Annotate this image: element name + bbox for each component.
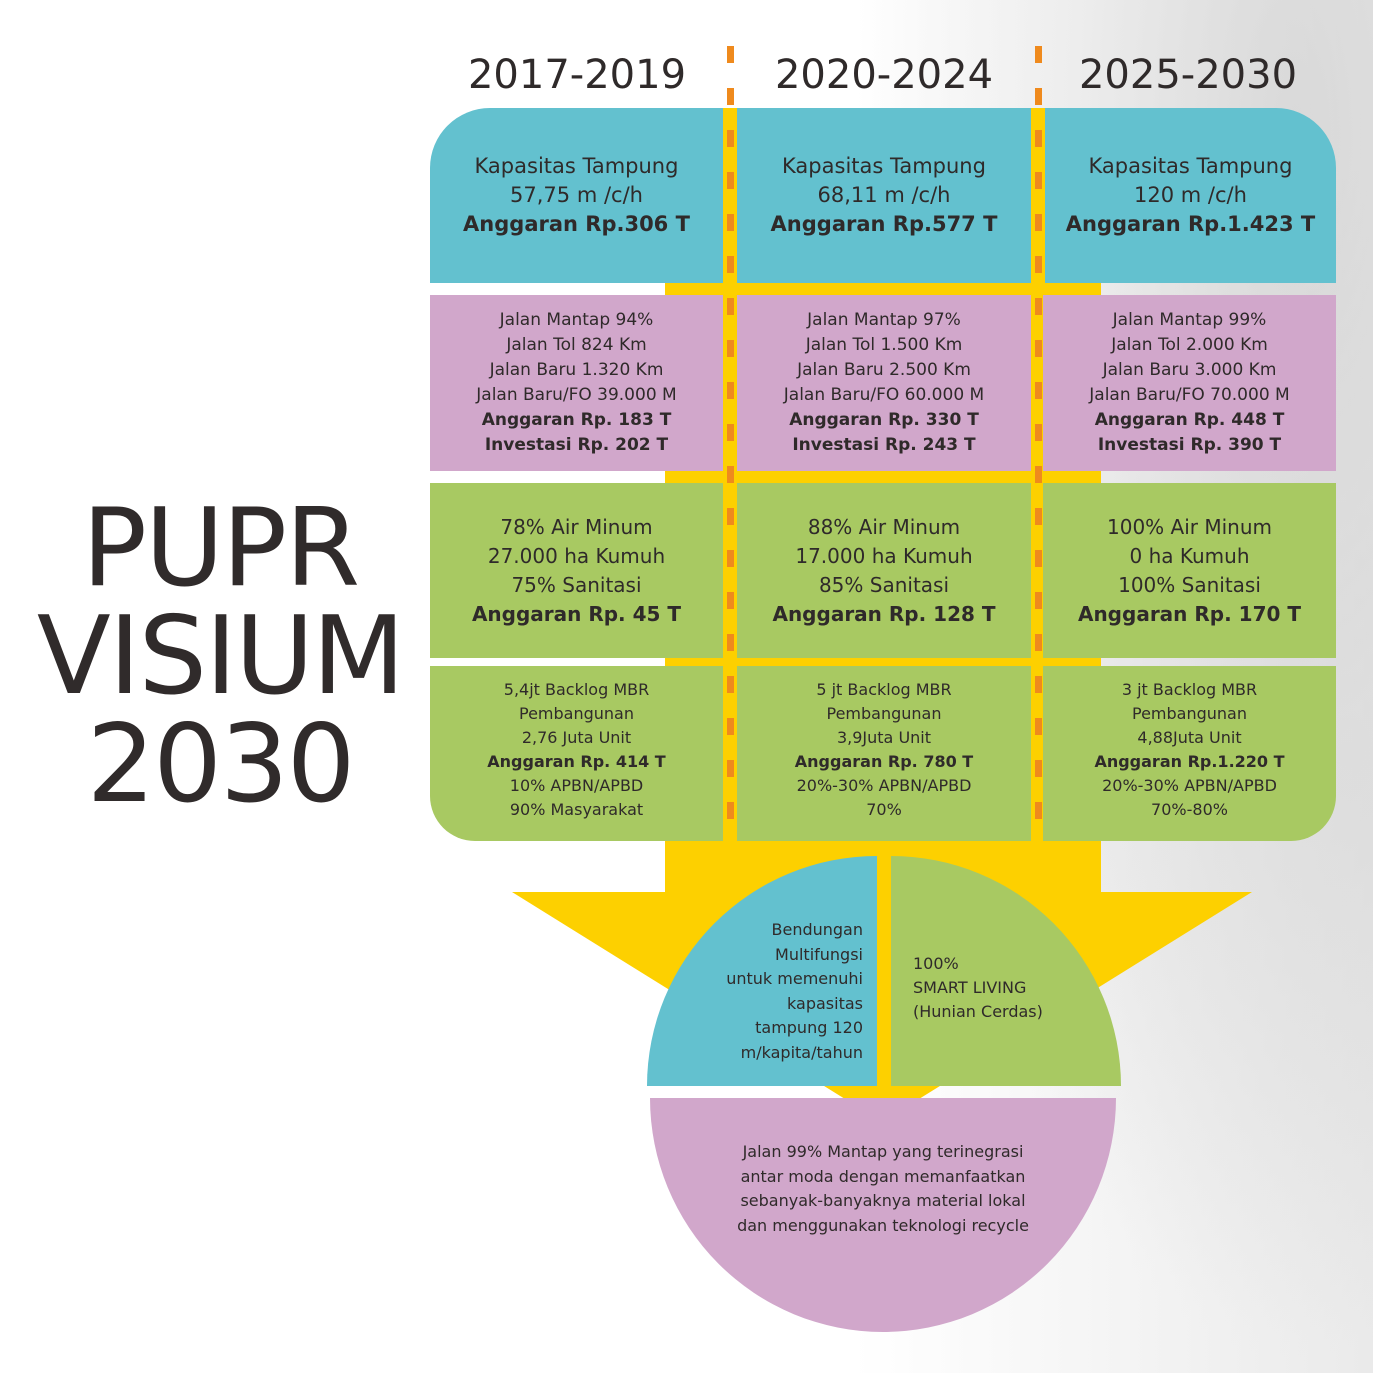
water-capacity-value: 120 m /c/h	[1134, 183, 1247, 207]
water-cell-2025-2030: Kapasitas Tampung 120 m /c/h Anggaran Rp…	[1045, 108, 1336, 283]
roads-line: Jalan Mantap 97%	[807, 310, 961, 330]
settlement-budget: Anggaran Rp. 170 T	[1077, 601, 1302, 626]
housing-funding-public: 70%-80%	[1151, 800, 1228, 819]
period-header-2017-2019: 2017-2019	[467, 52, 687, 98]
outcome-roads-line: antar moda dengan memanfaatkan	[740, 1166, 1026, 1186]
outcome-water-line: tampung 120	[755, 1018, 863, 1037]
roads-line: Jalan Baru 1.320 Km	[489, 360, 664, 380]
roads-line: Jalan Baru/FO 60.000 M	[783, 385, 985, 405]
drinking-water: 78% Air Minum	[500, 514, 653, 539]
housing-units: 2,76 Juta Unit	[521, 728, 632, 747]
title-line-pupr: PUPR	[81, 486, 360, 611]
housing-backlog: 5 jt Backlog MBR	[816, 680, 952, 699]
housing-line: Pembangunan	[1132, 704, 1247, 723]
roads-line: Jalan Baru 2.500 Km	[797, 360, 971, 380]
settlement-budget: Anggaran Rp. 128 T	[772, 601, 996, 626]
outcome-roads-line: dan menggunakan teknologi recycle	[737, 1215, 1029, 1235]
drinking-water: 100% Air Minum	[1107, 514, 1272, 539]
housing-cell-2020-2024: 5 jt Backlog MBR Pembangunan 3,9Juta Uni…	[737, 666, 1031, 841]
roads-investment: Investasi Rp. 202 T	[484, 435, 669, 455]
title-line-year: 2030	[86, 702, 356, 827]
water-capacity-label: Kapasitas Tampung	[1088, 154, 1293, 178]
roads-cell-2020-2024: Jalan Mantap 97% Jalan Tol 1.500 Km Jala…	[737, 295, 1031, 471]
water-capacity-label: Kapasitas Tampung	[782, 154, 986, 178]
housing-backlog: 5,4jt Backlog MBR	[503, 680, 650, 699]
roads-investment: Investasi Rp. 243 T	[792, 435, 976, 455]
housing-funding-public: 90% Masyarakat	[509, 800, 644, 819]
housing-funding-public: 70%	[866, 800, 902, 819]
slum-area: 0 ha Kumuh	[1129, 543, 1250, 568]
water-capacity-value: 57,75 m /c/h	[510, 183, 643, 207]
roads-line: Jalan Baru/FO 70.000 M	[1089, 385, 1290, 405]
roads-budget: Anggaran Rp. 330 T	[789, 410, 979, 430]
settlement-cell-2017-2019: 78% Air Minum 27.000 ha Kumuh 75% Sanita…	[430, 483, 723, 658]
housing-cell-2017-2019: 5,4jt Backlog MBR Pembangunan 2,76 Juta …	[430, 666, 723, 841]
roads-line: Jalan Tol 1.500 Km	[805, 335, 963, 355]
outcome-water-line: Multifungsi	[775, 944, 863, 964]
housing-backlog: 3 jt Backlog MBR	[1121, 680, 1258, 699]
title-line-visium: VISIUM	[36, 594, 405, 719]
housing-budget: Anggaran Rp.1.220 T	[1094, 752, 1285, 771]
housing-funding-gov: 20%-30% APBN/APBD	[1102, 776, 1277, 795]
housing-cell-2025-2030: 3 jt Backlog MBR Pembangunan 4,88Juta Un…	[1043, 666, 1336, 841]
sanitation: 85% Sanitasi	[818, 572, 950, 597]
drinking-water: 88% Air Minum	[807, 514, 961, 539]
outcome-housing-line: (Hunian Cerdas)	[913, 1002, 1043, 1021]
roads-line: Jalan Mantap 99%	[1112, 310, 1267, 330]
roads-line: Jalan Baru 3.000 Km	[1102, 360, 1277, 380]
roads-investment: Investasi Rp. 390 T	[1097, 435, 1282, 455]
housing-line: Pembangunan	[826, 704, 942, 723]
settlement-cell-2025-2030: 100% Air Minum 0 ha Kumuh 100% Sanitasi …	[1043, 483, 1336, 658]
outcome-water-line: Bendungan	[771, 920, 864, 939]
housing-funding-gov: 20%-30% APBN/APBD	[796, 776, 972, 795]
outcome-housing-line: SMART LIVING	[913, 978, 1027, 997]
outcome-water-line: untuk memenuhi	[726, 969, 863, 988]
outcome-roads-line: Jalan 99% Mantap yang terinegrasi	[742, 1142, 1024, 1161]
housing-units: 3,9Juta Unit	[836, 728, 932, 747]
roads-line: Jalan Baru/FO 39.000 M	[476, 385, 677, 405]
outcome-water-line: m/kapita/tahun	[740, 1042, 863, 1062]
water-budget: Anggaran Rp.306 T	[463, 212, 690, 236]
housing-budget: Anggaran Rp. 414 T	[487, 752, 666, 771]
water-cell-2020-2024: Kapasitas Tampung 68,11 m /c/h Anggaran …	[737, 108, 1031, 283]
outcome-water-dome: Bendungan Multifungsi untuk memenuhi kap…	[647, 856, 877, 1086]
sanitation: 100% Sanitasi	[1118, 572, 1261, 597]
period-header-2025-2030: 2025-2030	[1078, 52, 1298, 98]
housing-line: Pembangunan	[519, 704, 634, 723]
outcome-water-line: kapasitas	[787, 993, 863, 1013]
water-capacity-value: 68,11 m /c/h	[817, 183, 951, 207]
slum-area: 27.000 ha Kumuh	[487, 543, 666, 568]
orange-dashed-divider-2	[1035, 46, 1042, 841]
period-header-2020-2024: 2020-2024	[774, 52, 994, 98]
roads-budget: Anggaran Rp. 448 T	[1094, 410, 1285, 430]
roads-line: Jalan Tol 2.000 Km	[1111, 335, 1268, 355]
housing-funding-gov: 10% APBN/APBD	[509, 776, 644, 795]
housing-units: 4,88Juta Unit	[1137, 728, 1242, 747]
water-cell-2017-2019: Kapasitas Tampung 57,75 m /c/h Anggaran …	[430, 108, 723, 283]
roads-cell-2017-2019: Jalan Mantap 94% Jalan Tol 824 Km Jalan …	[430, 295, 723, 471]
arrow-head	[512, 892, 1252, 1122]
slum-area: 17.000 ha Kumuh	[795, 543, 973, 568]
outcome-roads-line: sebanyak-banyaknya material lokal	[740, 1191, 1026, 1210]
roads-budget: Anggaran Rp. 183 T	[481, 410, 672, 430]
roads-cell-2025-2030: Jalan Mantap 99% Jalan Tol 2.000 Km Jala…	[1043, 295, 1336, 471]
water-budget: Anggaran Rp.577 T	[770, 212, 998, 236]
housing-budget: Anggaran Rp. 780 T	[794, 752, 974, 771]
sanitation: 75% Sanitasi	[511, 572, 642, 597]
outcome-housing-line: 100%	[913, 954, 959, 973]
page-title: PUPR VISIUM 2030	[20, 495, 420, 819]
roads-line: Jalan Tol 824 Km	[506, 335, 647, 355]
settlement-cell-2020-2024: 88% Air Minum 17.000 ha Kumuh 85% Sanita…	[737, 483, 1031, 658]
water-budget: Anggaran Rp.1.423 T	[1065, 212, 1316, 236]
water-capacity-label: Kapasitas Tampung	[474, 154, 679, 178]
roads-line: Jalan Mantap 94%	[499, 310, 654, 330]
orange-dashed-divider-1	[727, 46, 734, 841]
settlement-budget: Anggaran Rp. 45 T	[471, 601, 682, 626]
